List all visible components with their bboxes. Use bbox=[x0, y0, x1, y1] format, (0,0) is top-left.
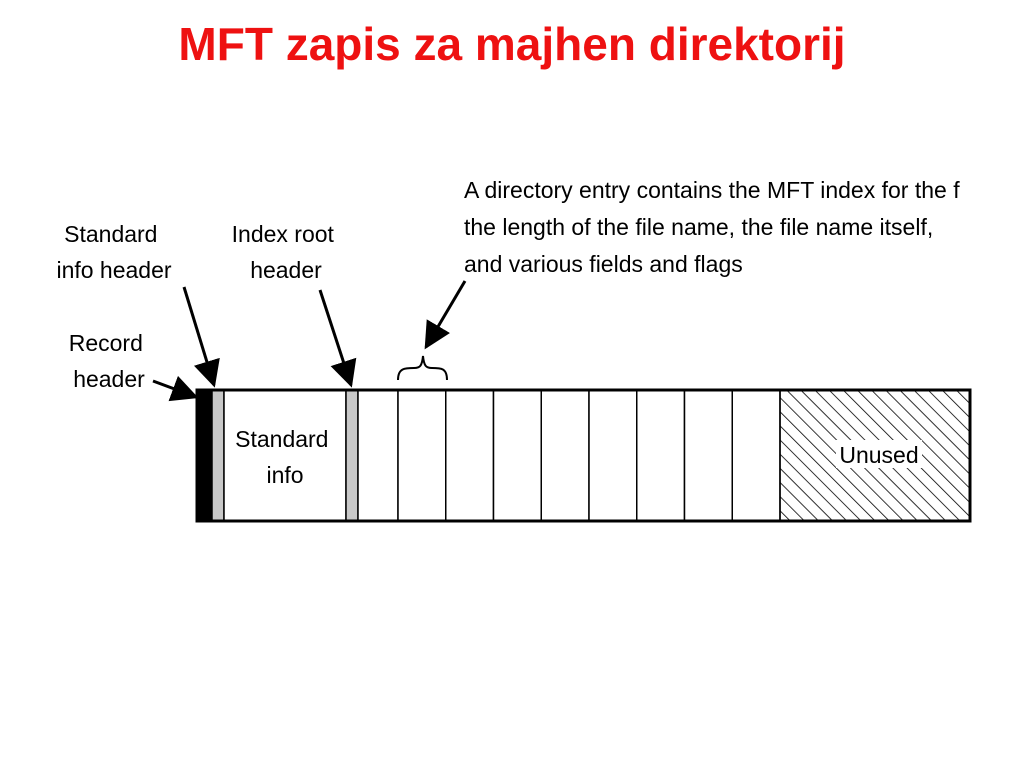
record-outline bbox=[195, 388, 972, 523]
slide-title: MFT zapis za majhen direktorij bbox=[178, 18, 846, 70]
directory-entry-cell bbox=[357, 389, 399, 522]
record-header-arrow bbox=[152, 375, 199, 402]
index-root-header-block bbox=[345, 389, 359, 522]
standard-info-block bbox=[223, 389, 347, 522]
directory-entry-cell bbox=[540, 389, 590, 522]
directory-entry-arrow bbox=[424, 280, 467, 350]
directory-entry-cell bbox=[492, 389, 542, 522]
directory-entry-cell bbox=[397, 389, 447, 522]
record-header-block bbox=[197, 390, 212, 521]
standard-info-label: Standard info bbox=[235, 426, 335, 488]
unused-label-bg bbox=[836, 440, 922, 468]
directory-entry-cell bbox=[588, 389, 638, 522]
directory-entries bbox=[357, 389, 781, 522]
directory-entry-brace bbox=[397, 355, 448, 381]
standard-info-header-label: Standard info header bbox=[56, 221, 171, 283]
record-strip bbox=[195, 388, 972, 523]
record-header-label: Record header bbox=[69, 330, 150, 392]
directory-entry-cell bbox=[445, 389, 495, 522]
directory-entry-note: A directory entry contains the MFT index… bbox=[464, 177, 966, 277]
directory-entry-cell bbox=[636, 389, 686, 522]
unused-label: Unused bbox=[839, 442, 918, 468]
standard-info-header-block bbox=[211, 389, 225, 522]
standard-info-header-arrow bbox=[182, 286, 220, 388]
index-root-header-label: Index root header bbox=[232, 221, 341, 283]
directory-entry-cell bbox=[731, 389, 781, 522]
directory-entry-cell bbox=[683, 389, 733, 522]
index-root-header-arrow bbox=[318, 289, 357, 388]
